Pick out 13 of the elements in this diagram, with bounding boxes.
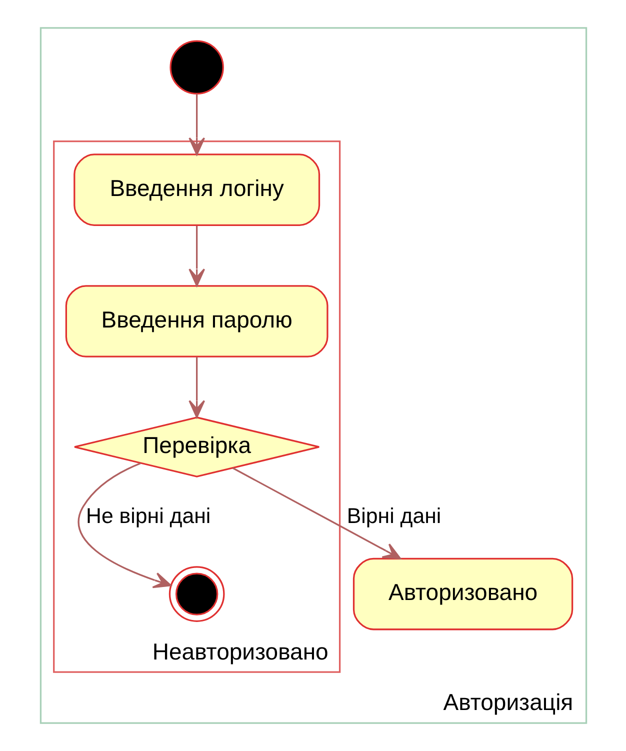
node-box: Введення паролю <box>64 285 328 358</box>
node-circle <box>168 566 224 622</box>
arrow <box>188 94 205 156</box>
node-box: Авторизовано <box>352 558 573 630</box>
arrow <box>77 462 171 588</box>
arrow <box>188 226 205 286</box>
arrow <box>188 357 205 418</box>
edge-label: Не вірні дані <box>86 504 210 528</box>
node-diamond: Перевірка <box>73 416 320 478</box>
node-circle <box>169 40 224 94</box>
edge-label: Вірні дані <box>346 504 441 528</box>
arrow <box>232 467 401 560</box>
node-box: Введення логіну <box>73 154 320 226</box>
